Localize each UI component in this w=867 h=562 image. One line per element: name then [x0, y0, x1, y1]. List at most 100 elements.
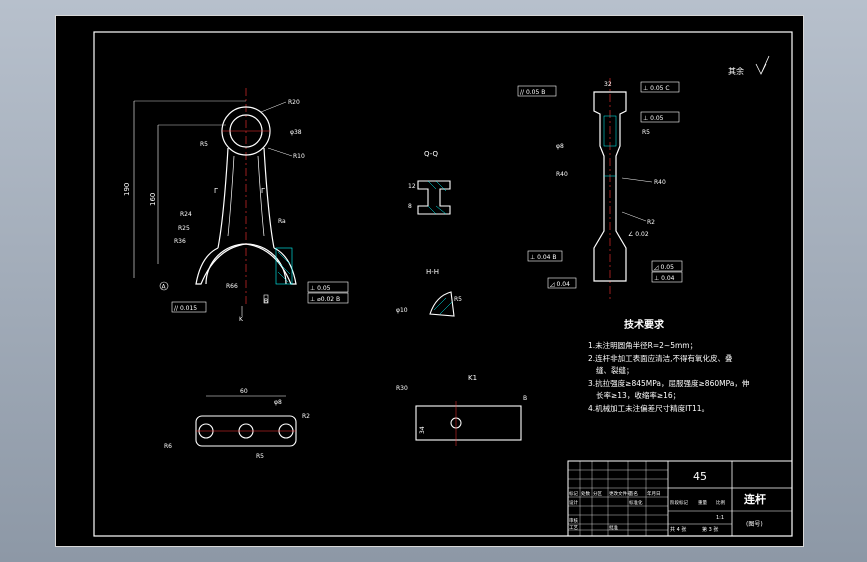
section-hh-title: H-H: [426, 268, 439, 276]
tb-sheets-total: 共 4 张: [670, 526, 686, 533]
side-r40-left: R40: [556, 171, 568, 178]
tb-date: 年月日: [647, 490, 661, 497]
tol-perp-a: ⊥ 0.05: [310, 285, 331, 292]
tb-mark: 标记: [569, 490, 578, 497]
side-tol-b1: ⊥ 0.04 B: [530, 254, 557, 261]
tech-item-1: 1.未注明圆角半径R=2~5mm；: [588, 340, 697, 350]
leader-r40: [621, 177, 653, 183]
side-tol-frame-b4: [547, 277, 577, 289]
hh-dim-r: R5: [454, 296, 462, 303]
qq-dim-h: 8: [408, 203, 412, 210]
dim-ra: Ra: [278, 218, 286, 225]
tech-item-4: 4.机械加工未注偏差尺寸精度IT11。: [588, 403, 709, 413]
k-height: 34: [419, 426, 426, 434]
title-block-frame: [567, 460, 793, 537]
section-qq: Q-Q 12 8: [408, 150, 451, 215]
tol-b: ⊥ ⌀0.02 B: [310, 296, 340, 303]
bottom-dim-60: 60: [240, 388, 248, 395]
tb-sheet-no: 第 3 张: [702, 526, 718, 533]
tb-zone: 分区: [593, 490, 602, 497]
leader-r10: [267, 147, 293, 157]
tech-title: 技术要求: [624, 318, 665, 331]
roughness-symbol-icon: [755, 55, 770, 75]
shank-left: [217, 147, 229, 249]
tol-frame-perp: [307, 281, 349, 293]
tb-material: 45: [693, 470, 707, 483]
dim-160: 160: [149, 193, 157, 206]
side-tol-frame-b2: [651, 260, 683, 272]
dim-r5: R5: [200, 141, 208, 148]
dim-r66: R66: [226, 283, 238, 290]
tb-scale: 比例: [716, 499, 725, 506]
tech-item-2b: 缝、裂缝；: [596, 365, 634, 375]
tb-left-grid-h: [568, 469, 668, 531]
tb-process: 工艺: [569, 525, 578, 531]
tol-par-a: // 0.015: [174, 305, 197, 312]
tb-stage-mark: 阶段标记: [670, 499, 688, 506]
bottom-r5: R5: [256, 453, 264, 460]
dim-190: 190: [123, 183, 131, 196]
shank-right: [263, 147, 275, 249]
big-end-bore: [205, 243, 287, 285]
inner-frame: [93, 31, 793, 537]
datum-a-icon: [159, 281, 169, 291]
side-bore: [603, 115, 617, 147]
datum-b-box: [263, 294, 269, 304]
view-k-title: K1: [468, 374, 477, 382]
hh-dim-phi: φ10: [396, 307, 408, 314]
hatch-lines: [277, 251, 291, 283]
dim-phi38: φ38: [290, 129, 302, 136]
tech-item-3: 3.抗拉强度≥845MPa，屈服强度≥860MPa，伸: [588, 378, 750, 388]
side-dim-32: 32: [604, 81, 612, 88]
side-outline: [593, 91, 627, 282]
dim-r36: R36: [174, 238, 186, 245]
section-hh-hatch: [433, 297, 453, 315]
qq-dim-w: 12: [408, 183, 416, 190]
bottom-r2: R2: [302, 413, 310, 420]
q-mark-right: Γ: [261, 187, 265, 195]
tb-part-name: 连杆: [744, 492, 766, 506]
leader-r2: [621, 211, 647, 222]
tol-frame-b: [307, 292, 349, 304]
k-datum: B: [523, 395, 527, 402]
tech-requirements: 技术要求 1.未注明圆角半径R=2~5mm； 2.连杆非加工表面应清洁,不得有氧…: [588, 318, 750, 413]
bottom-r6: R6: [164, 443, 172, 450]
dim-r10: R10: [293, 153, 305, 160]
side-r40: R40: [654, 179, 666, 186]
k-r30: R30: [396, 385, 408, 392]
side-tol-frame-b3: [651, 271, 683, 283]
title-block: 标记 处数 分区 更改文件号 签名 年月日 设计 标准化 审核 工艺 批准 45…: [567, 460, 793, 537]
tb-standardize: 标准化: [629, 499, 643, 506]
side-tol-b3: ⊥ 0.04: [654, 275, 675, 282]
tb-sign: 签名: [629, 490, 638, 497]
tb-left-grid-v: [579, 461, 647, 536]
tech-item-2: 2.连杆非加工表面应清洁,不得有氧化皮、叠: [588, 353, 733, 363]
side-phi: φ8: [556, 143, 564, 150]
drawing-sheet: 其余 Γ Γ 190 160 R20 φ38 R10 R5 R24: [55, 15, 804, 547]
front-view: Γ Γ 190 160 R20 φ38 R10 R5 R24 R25 R36 R…: [123, 88, 349, 323]
side-tol-frame-c: [640, 111, 680, 123]
dim-r25: R25: [178, 225, 190, 232]
tb-review: 审核: [569, 517, 578, 524]
side-r5: R5: [642, 129, 650, 136]
section-qq-hatch: [427, 180, 447, 215]
dim-r24: R24: [180, 211, 192, 218]
tb-approve: 批准: [609, 524, 618, 531]
tol-frame-a: [171, 301, 207, 313]
section-hh-shape: [429, 291, 455, 317]
datum-a: A: [162, 284, 167, 291]
datum-b: B: [264, 298, 268, 305]
section-qq-title: Q-Q: [424, 150, 438, 158]
section-hh: H-H R5 φ10: [396, 268, 462, 317]
tb-weight: 重量: [698, 499, 707, 506]
tb-change-doc: 更改文件号: [609, 490, 632, 497]
side-tol-b: ⊥ 0.05 C: [643, 85, 670, 92]
side-tol-a: // 0.05 B: [520, 89, 545, 96]
tb-scale-value: 1:1: [716, 515, 724, 521]
q-mark-left: Γ: [214, 187, 218, 195]
side-view: 32 // 0.05 B ⊥ 0.05 C ⊥ 0.05 R5 φ8 R40 R…: [517, 78, 683, 301]
view-k-body: [415, 405, 522, 441]
roughness-label: 其余: [728, 66, 744, 76]
big-end-section-hatch: [275, 247, 293, 285]
tech-item-3b: 长率≥13，收缩率≥16；: [596, 390, 680, 400]
